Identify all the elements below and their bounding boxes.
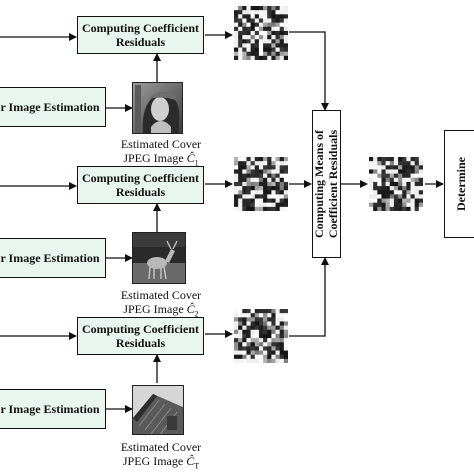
caption-2-symbol: Ĉ xyxy=(186,302,195,316)
caption-1-line2: JPEG Image Ĉ1 xyxy=(106,151,216,170)
caption-3-line2: JPEG Image ĈT xyxy=(106,454,216,473)
means-label: Computing Means of Coefficient Residuals xyxy=(312,129,341,239)
ccr-box-1: Computing Coefficient Residuals xyxy=(77,16,204,54)
caption-3: Estimated Cover JPEG Image ĈT xyxy=(106,440,216,473)
estimation-box-1: r Image Estimation xyxy=(0,87,106,127)
caption-2-sub: 2 xyxy=(194,309,199,319)
caption-2-line1: Estimated Cover xyxy=(120,288,202,302)
estimation-box-2: r Image Estimation xyxy=(0,238,106,278)
portrait-photo-icon xyxy=(132,82,183,134)
caption-3-sub: T xyxy=(194,461,200,471)
determine-label: Determine xyxy=(454,157,469,211)
caption-1: Estimated Cover JPEG Image Ĉ1 xyxy=(106,137,216,170)
caption-2: Estimated Cover JPEG Image Ĉ2 xyxy=(106,288,216,321)
caption-3-prefix: JPEG Image xyxy=(122,454,187,468)
caption-1-sub: 1 xyxy=(194,158,199,168)
roof-photo-icon xyxy=(132,385,184,435)
estimation-box-3: r Image Estimation xyxy=(0,389,106,429)
ccr-label-1: Computing Coefficient Residuals xyxy=(82,21,199,49)
noise-pattern xyxy=(234,309,288,363)
residual-to-means-1 xyxy=(289,31,329,111)
deer-photo-icon xyxy=(132,232,186,284)
means-box: Computing Means of Coefficient Residuals xyxy=(312,110,341,258)
ccr-box-2: Computing Coefficient Residuals xyxy=(77,166,204,204)
residual-noise-2 xyxy=(234,157,288,211)
ccr-box-3: Computing Coefficient Residuals xyxy=(77,317,204,355)
estimation-label-1: r Image Estimation xyxy=(0,100,100,114)
noise-pattern xyxy=(234,6,288,60)
caption-3-line1: Estimated Cover xyxy=(120,440,202,454)
ccr-label-2: Computing Coefficient Residuals xyxy=(82,171,199,199)
caption-2-prefix: JPEG Image xyxy=(123,302,187,316)
average-residual-noise xyxy=(369,157,423,211)
caption-1-line1: Estimated Cover xyxy=(120,137,202,151)
caption-3-symbol: Ĉ xyxy=(186,454,195,468)
estimation-label-3: r Image Estimation xyxy=(0,402,100,416)
residual-to-means-3 xyxy=(289,257,329,337)
determine-box: Determine xyxy=(444,130,474,238)
residual-noise-3 xyxy=(234,309,288,363)
caption-1-prefix: JPEG Image xyxy=(123,151,187,165)
estimation-label-2: r Image Estimation xyxy=(0,251,100,265)
caption-2-line2: JPEG Image Ĉ2 xyxy=(106,302,216,321)
noise-pattern xyxy=(234,157,288,211)
residual-noise-1 xyxy=(234,6,288,60)
ccr-label-3: Computing Coefficient Residuals xyxy=(82,322,199,350)
noise-pattern xyxy=(369,157,423,211)
caption-1-symbol: Ĉ xyxy=(186,151,195,165)
